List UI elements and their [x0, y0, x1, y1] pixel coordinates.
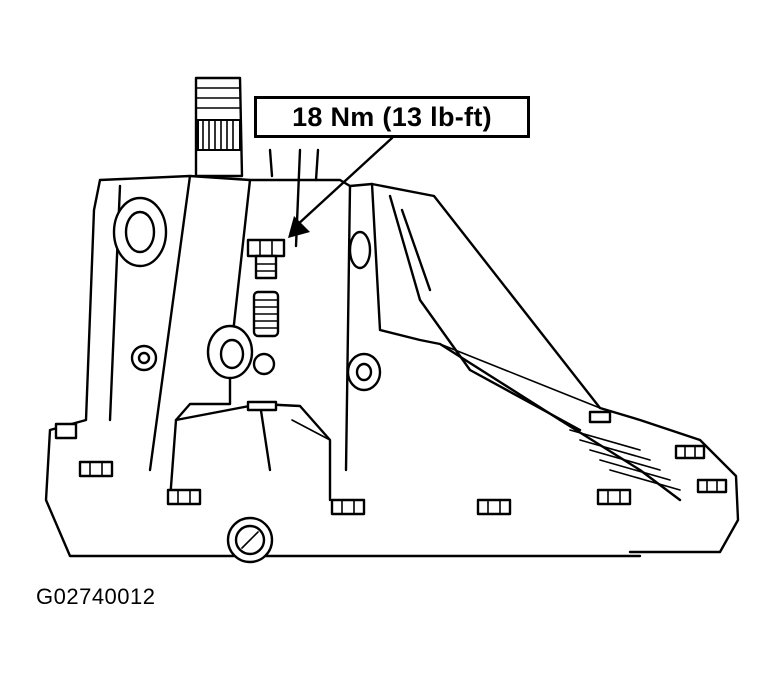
figure-id-label: G02740012 — [36, 584, 156, 609]
o-ring — [252, 352, 276, 376]
case-bosses — [112, 196, 382, 564]
perimeter-bolts — [54, 400, 728, 516]
input-shaft — [194, 76, 244, 178]
torque-spec-callout: 18 Nm (13 lb-ft) — [254, 96, 530, 138]
callout-arrow — [288, 136, 394, 238]
detent-bolt — [246, 238, 286, 280]
detent-spring — [252, 290, 280, 338]
transmission-case — [44, 148, 740, 558]
